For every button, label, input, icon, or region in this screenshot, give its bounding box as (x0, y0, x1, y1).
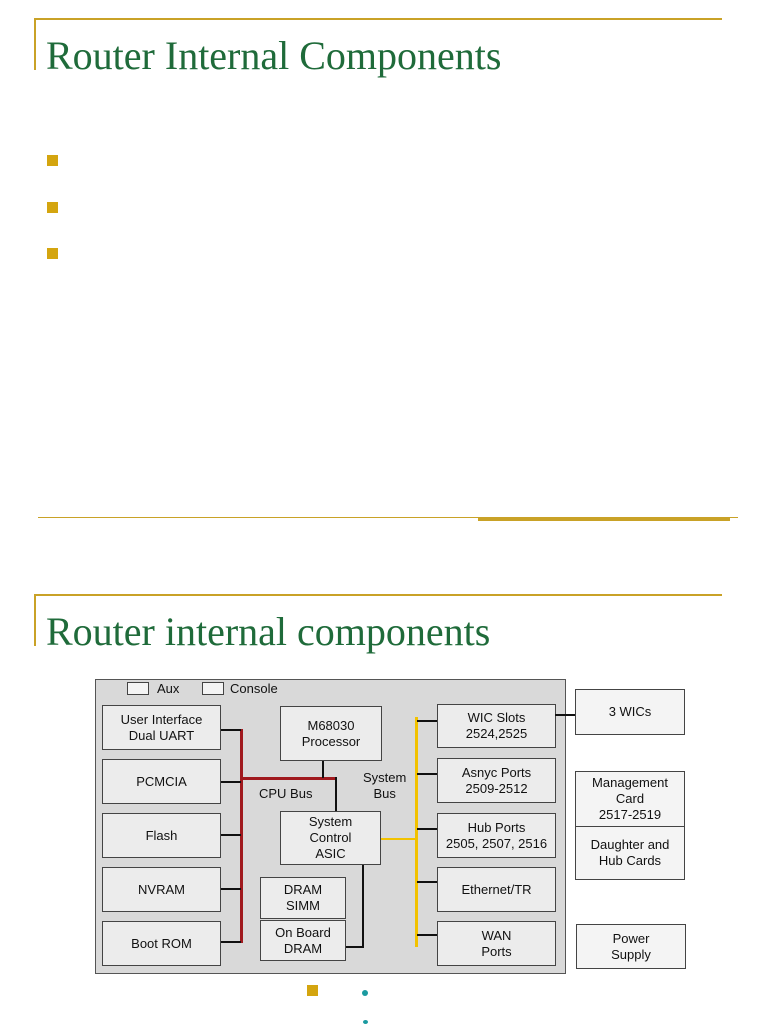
aux-label: Aux (157, 681, 180, 696)
slide1-left-rule (34, 18, 36, 70)
cpu-bus-label: CPU Bus (259, 786, 313, 801)
system-bus-asic (380, 838, 416, 840)
link-asic-dram (362, 864, 364, 948)
system-bus-vertical (415, 717, 418, 947)
link-wic (417, 720, 437, 722)
slide1-title: Router Internal Components (46, 33, 502, 78)
hub-ports-box: Hub Ports 2505, 2507, 2516 (437, 813, 556, 858)
slide1-bullet-3 (47, 248, 58, 259)
dram-simm-box: DRAM SIMM (260, 877, 346, 919)
user-interface-box: User Interface Dual UART (102, 705, 221, 750)
power-supply-box: Power Supply (576, 924, 686, 969)
aux-port (127, 682, 149, 695)
management-card-box: Management Card 2517-2519 (575, 771, 685, 827)
slide2-sub-bullet-2 (363, 1020, 368, 1024)
console-port (202, 682, 224, 695)
link-hub (417, 828, 437, 830)
slide1-bullet-2 (47, 202, 58, 213)
link-bootrom (221, 941, 241, 943)
link-dram (346, 946, 364, 948)
processor-box: M68030 Processor (280, 706, 382, 761)
console-label: Console (230, 681, 278, 696)
link-asic-cpu (335, 777, 337, 811)
wics-box: 3 WICs (575, 689, 685, 735)
slide2-left-rule (34, 594, 36, 646)
slide1-bullet-1 (47, 155, 58, 166)
link-wics (555, 714, 576, 716)
wic-slots-box: WIC Slots 2524,2525 (437, 704, 556, 748)
asic-box: System Control ASIC (280, 811, 381, 865)
slide2-bullet-1 (307, 985, 318, 996)
link-ethernet (417, 881, 437, 883)
link-flash (221, 834, 241, 836)
cpu-bus-vertical (240, 729, 243, 943)
daughter-hub-cards-box: Daughter and Hub Cards (575, 826, 685, 880)
pcmcia-box: PCMCIA (102, 759, 221, 804)
slide1-top-rule (34, 18, 722, 20)
ethernet-tr-box: Ethernet/TR (437, 867, 556, 912)
slide1-bottom-accent (478, 518, 730, 521)
nvram-box: NVRAM (102, 867, 221, 912)
link-ui (221, 729, 241, 731)
cpu-bus-horizontal (240, 777, 336, 780)
link-pcmcia (221, 781, 241, 783)
wan-ports-box: WAN Ports (437, 921, 556, 966)
router-board-diagram: Aux Console User Interface Dual UART PCM… (95, 679, 566, 974)
slide2-top-rule (34, 594, 722, 596)
slide2-title: Router internal components (46, 609, 491, 654)
async-ports-box: Asnyc Ports 2509-2512 (437, 758, 556, 803)
slide2-sub-bullet-1 (362, 990, 368, 996)
boot-rom-box: Boot ROM (102, 921, 221, 966)
slide1-bottom-rule (38, 517, 738, 518)
link-processor (322, 761, 324, 778)
link-nvram (221, 888, 241, 890)
system-bus-label: System Bus (363, 770, 407, 801)
link-wan (417, 934, 437, 936)
flash-box: Flash (102, 813, 221, 858)
link-async (417, 773, 437, 775)
onboard-dram-box: On Board DRAM (260, 920, 346, 961)
